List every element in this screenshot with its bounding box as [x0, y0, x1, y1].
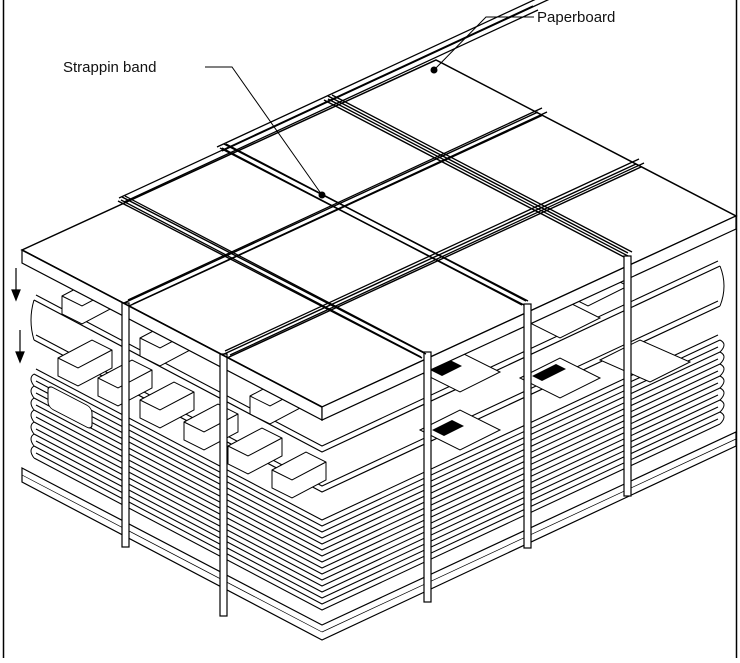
tray-rim: [33, 382, 721, 575]
tray-rim: [33, 394, 721, 587]
callout-strapping-band: Strappin band: [63, 59, 326, 199]
tray-rim: [33, 346, 721, 539]
pallet-base: [21, 431, 737, 641]
ic-row-lower: [47, 386, 93, 429]
tray-rim: [33, 358, 721, 551]
callout-paperboard: Paperboard: [430, 9, 615, 74]
tray-stack: [30, 334, 725, 611]
down-arrow-icon: [11, 268, 21, 302]
tray-rim: [33, 370, 721, 563]
tray-rim: [33, 406, 721, 599]
tray-rim: [33, 334, 721, 527]
strapping-band-label: Strappin band: [63, 59, 156, 76]
down-arrow-icon: [15, 330, 25, 364]
tray-rim: [33, 418, 721, 611]
paperboard-label: Paperboard: [537, 9, 615, 26]
board-grid: [21, 95, 642, 408]
